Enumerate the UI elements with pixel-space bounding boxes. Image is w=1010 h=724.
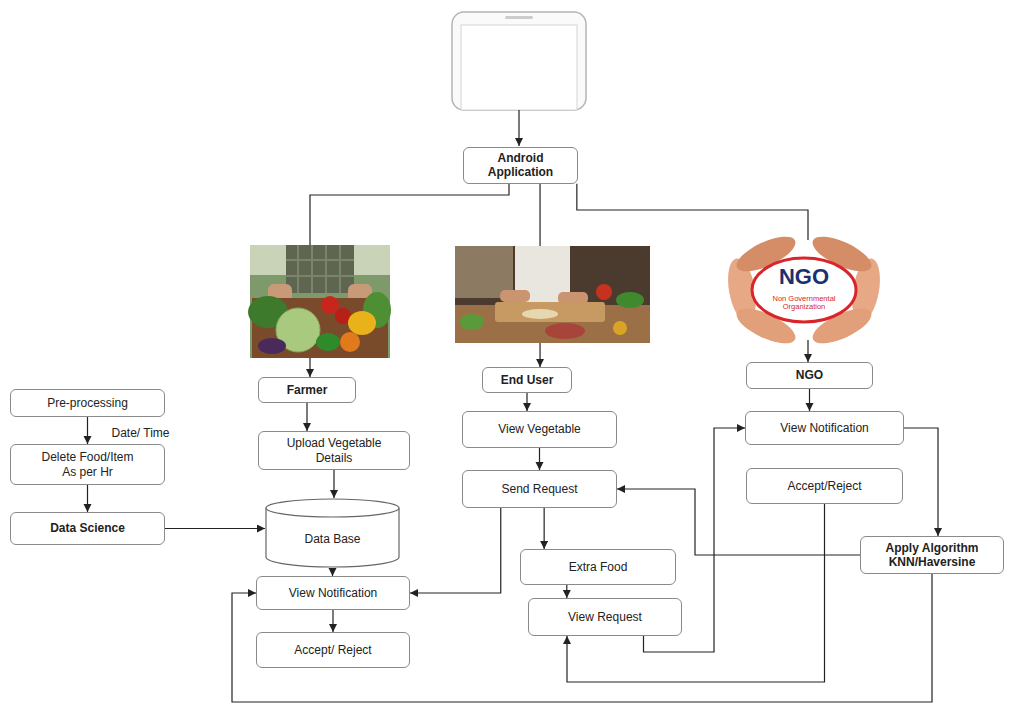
node-text: View Notification bbox=[289, 586, 378, 600]
connector-arrow bbox=[332, 568, 333, 576]
database-cylinder: Data Base bbox=[265, 498, 400, 568]
process-box: Send Request bbox=[462, 470, 617, 508]
edge-label: Date/ Time bbox=[110, 426, 172, 440]
node-text: Farmer bbox=[287, 383, 328, 397]
connector-group bbox=[88, 184, 939, 702]
connector-arrow bbox=[87, 485, 88, 512]
kitchen-illustration bbox=[455, 246, 650, 343]
arrow-line bbox=[518, 110, 519, 146]
connector-arrow bbox=[410, 508, 501, 593]
process-box: Upload Vegetable Details bbox=[258, 431, 410, 470]
node-text: Data Base bbox=[304, 532, 360, 546]
process-box: NGO bbox=[746, 362, 873, 389]
connector-arrow bbox=[566, 585, 567, 598]
phone-illustration bbox=[452, 12, 586, 110]
photo-ground bbox=[700, 240, 908, 340]
cylinder-top bbox=[266, 499, 399, 517]
connector-arrow bbox=[904, 428, 938, 536]
logo-ellipse bbox=[752, 258, 856, 322]
process-box: View Notification bbox=[745, 411, 904, 445]
greens bbox=[616, 292, 644, 308]
shirt-plaid bbox=[286, 245, 354, 293]
process-box: View Vegetable bbox=[462, 411, 617, 448]
cutting-board bbox=[495, 302, 605, 322]
farmer-illustration bbox=[248, 245, 391, 358]
onion-slices bbox=[522, 309, 558, 319]
photo-ground bbox=[455, 246, 650, 343]
node-text: View Vegetable bbox=[498, 422, 581, 436]
meat bbox=[545, 323, 585, 339]
connector-arrow bbox=[809, 389, 810, 411]
node-text: Upload Vegetable Details bbox=[279, 436, 389, 465]
process-box: View Notification bbox=[256, 576, 410, 610]
eggplant bbox=[258, 338, 286, 354]
process-box: Accept/ Reject bbox=[256, 632, 410, 668]
process-box: Apply Algorithm KNN/Haversine bbox=[860, 536, 1004, 574]
process-box: Android Application bbox=[463, 147, 578, 184]
node-text: Send Request bbox=[501, 482, 577, 496]
connector-arrow bbox=[567, 504, 825, 682]
connector-arrow bbox=[87, 417, 88, 444]
connector-arrow bbox=[526, 393, 527, 411]
cook-hand bbox=[500, 290, 530, 302]
process-box: Data Science bbox=[10, 512, 165, 545]
phone-screen bbox=[461, 25, 577, 110]
greens bbox=[460, 314, 484, 330]
vegetable bbox=[613, 321, 627, 335]
orange-vegetable bbox=[340, 332, 360, 352]
tomato bbox=[321, 296, 339, 314]
ngo-illustration bbox=[700, 230, 908, 351]
node-text: Extra Food bbox=[569, 560, 628, 574]
farmer-shirt bbox=[286, 245, 354, 293]
process-box: Pre-processing bbox=[10, 389, 165, 417]
phone-speaker bbox=[505, 16, 533, 19]
logo-text: NGO bbox=[764, 265, 844, 289]
phone-body bbox=[452, 12, 586, 110]
node-text: Pre-processing bbox=[47, 396, 128, 410]
node-text: End User bbox=[501, 373, 554, 387]
process-box: Farmer bbox=[258, 377, 356, 403]
logo-text: Non Governmental Organization bbox=[762, 295, 846, 312]
node-text: NGO bbox=[796, 368, 823, 382]
process-box: View Request bbox=[528, 598, 682, 636]
yellow-pepper bbox=[348, 311, 376, 335]
node-text: Delete Food/Item As per Hr bbox=[36, 450, 139, 479]
connector-arrow bbox=[306, 403, 307, 431]
counter bbox=[455, 305, 650, 343]
node-text: View Notification bbox=[780, 421, 869, 435]
connector-arrow bbox=[165, 528, 265, 529]
node-text: Accept/ Reject bbox=[294, 643, 371, 657]
connector-arrow bbox=[544, 508, 545, 549]
connector-arrow bbox=[539, 448, 540, 470]
process-box: Delete Food/Item As per Hr bbox=[10, 444, 165, 485]
process-box: End User bbox=[482, 367, 572, 393]
node-text: Android Application bbox=[468, 151, 573, 180]
connector-arrow bbox=[232, 574, 932, 702]
process-box: Accept/Reject bbox=[746, 468, 903, 504]
connector-arrow bbox=[333, 470, 334, 498]
node-text: Apply Algorithm KNN/Haversine bbox=[867, 541, 997, 570]
node-text: Accept/Reject bbox=[787, 479, 861, 493]
green-pepper bbox=[316, 333, 340, 351]
tomato bbox=[596, 284, 612, 300]
connector-arrow bbox=[332, 610, 333, 632]
node-text: Data Science bbox=[50, 521, 125, 535]
node-text: View Request bbox=[568, 610, 642, 624]
process-box: Extra Food bbox=[520, 549, 676, 585]
